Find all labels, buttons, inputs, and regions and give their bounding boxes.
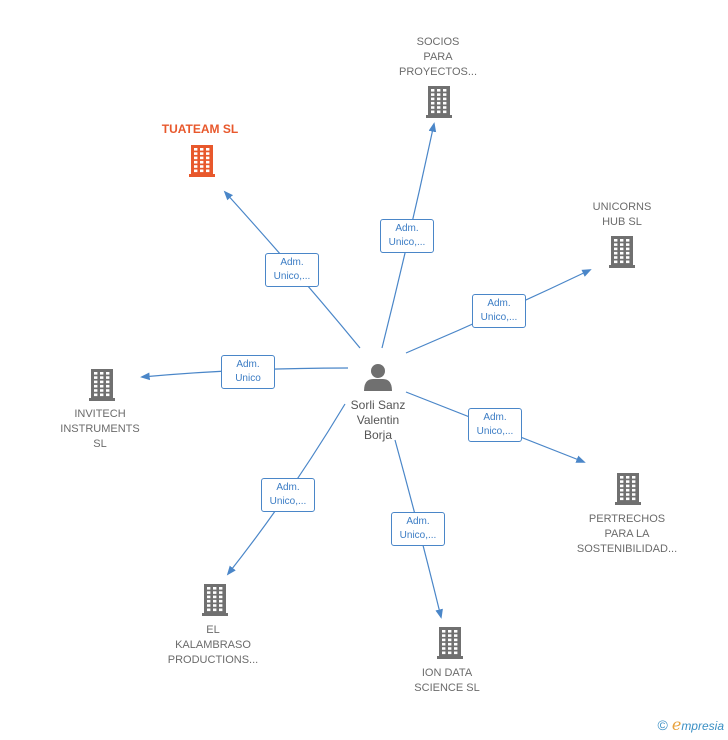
edge-label-line: Adm. xyxy=(236,359,260,370)
edge-label-kalambraso[interactable]: Adm. Unico,... xyxy=(261,478,315,512)
edge-label-line: Adm. xyxy=(487,298,511,309)
company-label-line: PARA LA xyxy=(604,528,650,540)
company-label-unicorns[interactable]: UNICORNS HUB SL xyxy=(593,200,652,230)
footer-brand: ©empresia xyxy=(658,715,724,734)
edge-label-line: Unico,... xyxy=(388,237,426,248)
company-label-line: EL xyxy=(206,624,220,636)
person-label-line: Valentin xyxy=(356,413,400,427)
edge-label-line: Adm. xyxy=(483,412,507,423)
edge-label-line: Unico,... xyxy=(269,496,307,507)
company-label-tuateam[interactable]: TUATEAM SL xyxy=(162,122,238,137)
edge-label-line: Adm. xyxy=(280,257,304,268)
company-label-line: INVITECH xyxy=(74,408,126,420)
company-label-line: SL xyxy=(93,438,107,450)
company-label-line: KALAMBRASO xyxy=(175,639,251,651)
company-label-line: PRODUCTIONS... xyxy=(167,654,259,666)
edge-label-socios[interactable]: Adm. Unico,... xyxy=(380,219,434,253)
building-icon-tuateam xyxy=(189,145,215,177)
company-label-iondata[interactable]: ION DATA SCIENCE SL xyxy=(414,666,479,696)
building-icon-iondata xyxy=(437,627,463,659)
edge-label-line: Unico,... xyxy=(480,312,518,323)
building-icon-unicorns xyxy=(609,236,635,268)
edge-label-pertrechos[interactable]: Adm. Unico,... xyxy=(468,408,522,442)
company-label-line: INSTRUMENTS xyxy=(60,423,140,435)
edge-label-invitech[interactable]: Adm. Unico xyxy=(221,355,275,389)
company-label-pertrechos[interactable]: PERTRECHOS PARA LA SOSTENIBILIDAD... xyxy=(577,512,677,557)
brand-initial: e xyxy=(671,715,682,734)
company-label-line: UNICORNS xyxy=(592,201,652,213)
edge-label-line: Adm. xyxy=(395,223,419,234)
person-icon xyxy=(364,364,392,391)
company-label-kalambraso[interactable]: EL KALAMBRASO PRODUCTIONS... xyxy=(168,623,258,668)
company-label-line: PARA xyxy=(423,51,453,63)
company-label-line: PERTRECHOS xyxy=(588,513,666,525)
person-label-line: Sorli Sanz xyxy=(350,398,406,412)
company-label-line: PROYECTOS... xyxy=(398,66,478,78)
edge-label-unicorns[interactable]: Adm. Unico,... xyxy=(472,294,526,328)
building-icon-pertrechos xyxy=(615,473,641,505)
edge-label-iondata[interactable]: Adm. Unico,... xyxy=(391,512,445,546)
company-label-invitech[interactable]: INVITECH INSTRUMENTS SL xyxy=(60,407,139,452)
person-label-line: Borja xyxy=(363,428,393,442)
building-icon-invitech xyxy=(89,369,115,401)
company-label-line: SOCIOS xyxy=(416,36,460,48)
edge-label-line: Unico xyxy=(235,373,261,384)
company-label-socios[interactable]: SOCIOS PARA PROYECTOS... xyxy=(399,35,477,80)
edge-label-line: Adm. xyxy=(406,516,430,527)
copyright-symbol: © xyxy=(657,717,668,733)
edge-label-line: Unico,... xyxy=(273,271,311,282)
company-label-line: SCIENCE SL xyxy=(414,682,480,694)
edge-label-line: Unico,... xyxy=(476,426,514,437)
edge-label-line: Unico,... xyxy=(399,530,437,541)
building-icon-kalambraso xyxy=(202,584,228,616)
company-label-line: ION DATA xyxy=(421,667,473,679)
edge-label-line: Adm. xyxy=(276,482,300,493)
brand-name: mpresia xyxy=(681,719,724,733)
company-label-line: SOSTENIBILIDAD... xyxy=(576,543,678,555)
building-icon-socios xyxy=(426,86,452,118)
company-label-line: TUATEAM SL xyxy=(161,122,239,136)
company-label-line: HUB SL xyxy=(602,216,642,228)
edge-label-tuateam[interactable]: Adm. Unico,... xyxy=(265,253,319,287)
